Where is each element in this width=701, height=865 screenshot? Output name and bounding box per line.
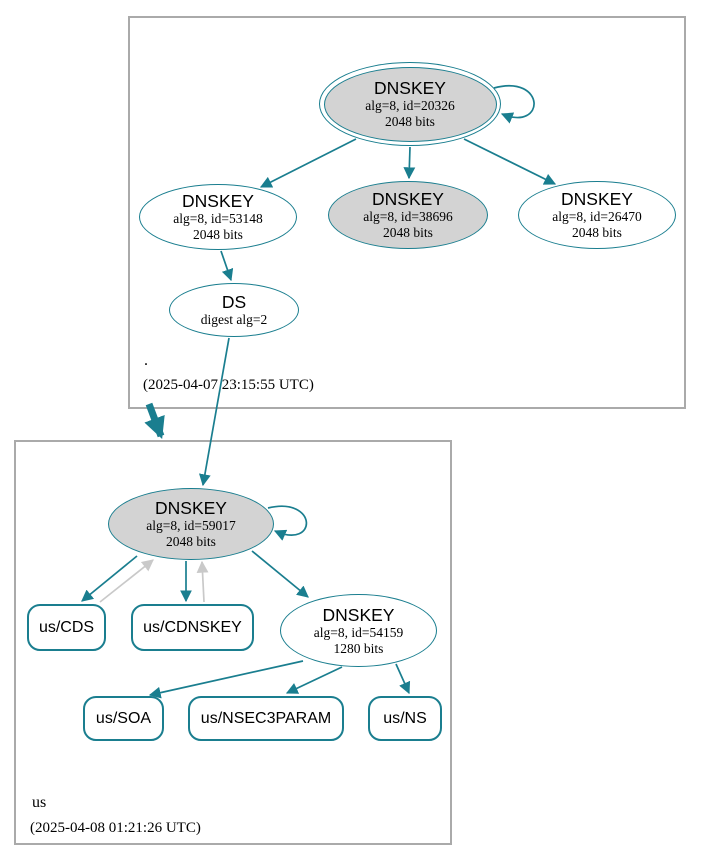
root-ksk-to-zsk53148-edge xyxy=(259,138,357,188)
us-cdnskey-label: us/CDNSKEY xyxy=(143,618,242,636)
us-ns-label: us/NS xyxy=(383,709,427,727)
root-ds-node[interactable]: DS digest alg=2 xyxy=(169,283,299,337)
root-ksk-bits: 2048 bits xyxy=(385,114,435,129)
us-zsk-bits: 1280 bits xyxy=(333,640,384,656)
root-zone-timestamp: (2025-04-07 23:15:55 UTC) xyxy=(143,377,314,393)
cds-to-us-ksk-edge xyxy=(99,559,154,603)
us-ksk-bits: 2048 bits xyxy=(166,534,216,549)
us-nsec3param-label: us/NSEC3PARAM xyxy=(200,709,332,727)
us-zone-timestamp: (2025-04-08 01:21:26 UTC) xyxy=(30,820,201,836)
root-to-us-delegation-arrow xyxy=(144,402,165,440)
root-ksk-title: DNSKEY xyxy=(374,78,446,98)
us-zsk-54159-node[interactable]: DNSKEY alg=8, id=54159 1280 bits xyxy=(280,594,437,667)
root-zsk-26470-bits: 2048 bits xyxy=(572,225,622,240)
root-ksk-inner-ring xyxy=(323,66,497,142)
zsk54159-to-soa-edge xyxy=(148,660,304,699)
us-ksk-to-zsk54159-edge xyxy=(251,550,309,598)
us-soa-rrset-node[interactable]: us/SOA xyxy=(83,696,164,741)
us-soa-label: us/SOA xyxy=(95,709,152,727)
us-zsk-detail: alg=8, id=54159 xyxy=(313,624,404,640)
us-ksk-title: DNSKEY xyxy=(155,498,227,518)
root-ksk-self-loop-edge xyxy=(493,85,535,124)
us-cdnskey-rrset-node[interactable]: us/CDNSKEY xyxy=(131,604,254,651)
root-zsk-53148-node[interactable]: DNSKEY alg=8, id=53148 2048 bits xyxy=(139,184,297,250)
root-zsk-26470-title: DNSKEY xyxy=(561,189,633,209)
ds-to-us-ksk-edge xyxy=(199,337,230,487)
root-zsk-38696-detail: alg=8, id=38696 xyxy=(363,209,453,224)
us-zone-box xyxy=(14,440,452,845)
root-zsk-53148-title: DNSKEY xyxy=(182,191,254,211)
root-ds-detail: digest alg=2 xyxy=(200,312,268,327)
root-ksk-to-zsk38696-edge xyxy=(403,146,416,180)
us-ksk-detail: alg=8, id=59017 xyxy=(146,518,236,533)
zsk53148-to-ds-edge xyxy=(220,250,234,282)
root-ksk-dnskey-node[interactable]: DNSKEY alg=8, id=20326 2048 bits xyxy=(319,62,501,146)
us-nsec3param-rrset-node[interactable]: us/NSEC3PARAM xyxy=(188,696,344,741)
root-ksk-detail: alg=8, id=20326 xyxy=(365,98,455,113)
root-zone-box xyxy=(128,16,686,409)
root-ds-title: DS xyxy=(221,292,247,312)
root-zsk-53148-bits: 2048 bits xyxy=(193,227,243,242)
cdnskey-to-us-ksk-edge xyxy=(196,560,209,603)
us-zsk-title: DNSKEY xyxy=(322,604,395,625)
root-zsk-38696-title: DNSKEY xyxy=(372,189,444,209)
root-zone-name: . xyxy=(144,352,148,369)
us-ns-rrset-node[interactable]: us/NS xyxy=(368,696,442,741)
zsk54159-to-nsec3param-edge xyxy=(285,666,343,694)
root-zsk-38696-bits: 2048 bits xyxy=(383,225,433,240)
us-ksk-self-loop-edge xyxy=(267,505,308,541)
zsk54159-to-ns-edge xyxy=(395,663,411,695)
root-zsk-38696-node[interactable]: DNSKEY alg=8, id=38696 2048 bits xyxy=(328,181,488,249)
us-cds-label: us/CDS xyxy=(38,618,95,636)
root-zsk-53148-detail: alg=8, id=53148 xyxy=(173,211,263,226)
us-ksk-to-cds-edge xyxy=(81,555,138,602)
root-ksk-to-zsk26470-edge xyxy=(463,138,557,185)
root-zsk-26470-node[interactable]: DNSKEY alg=8, id=26470 2048 bits xyxy=(518,181,676,249)
us-cds-rrset-node[interactable]: us/CDS xyxy=(27,604,106,651)
root-zsk-26470-detail: alg=8, id=26470 xyxy=(552,209,642,224)
us-ksk-dnskey-node[interactable]: DNSKEY alg=8, id=59017 2048 bits xyxy=(108,488,274,560)
us-zone-name: us xyxy=(32,794,47,811)
